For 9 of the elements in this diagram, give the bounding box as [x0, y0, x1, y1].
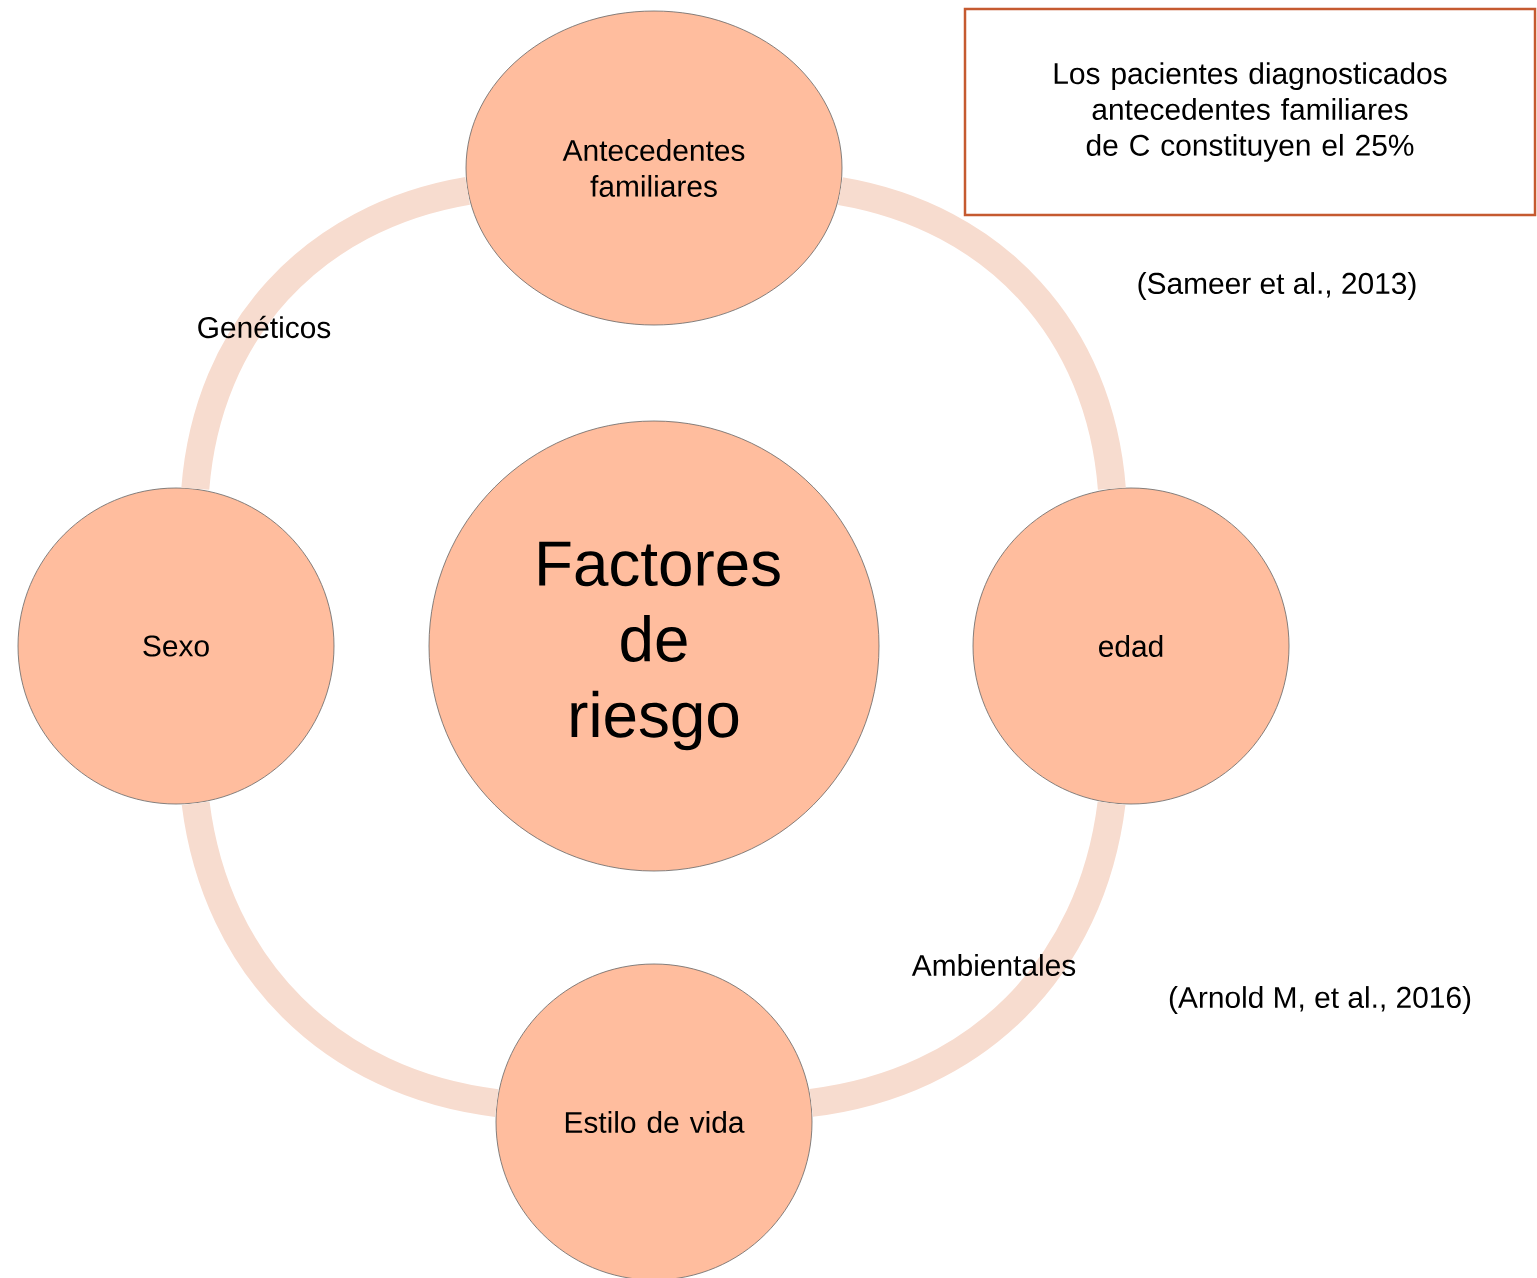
citation: (Sameer et al., 2013) — [1138, 272, 1416, 300]
note-box: Los pacientes diagnosticados antecedentes familiares de C constituyen el 25% — [963, 7, 1537, 217]
ring-segment — [181, 177, 471, 491]
category-label: Genéticos — [198, 315, 331, 339]
ring-segment — [808, 800, 1126, 1117]
ring-segment — [837, 177, 1126, 491]
citation: (Arnold M, et al., 2016) — [1169, 986, 1471, 1014]
ring-segment — [181, 800, 500, 1117]
category-label: Ambientales — [911, 954, 1076, 976]
